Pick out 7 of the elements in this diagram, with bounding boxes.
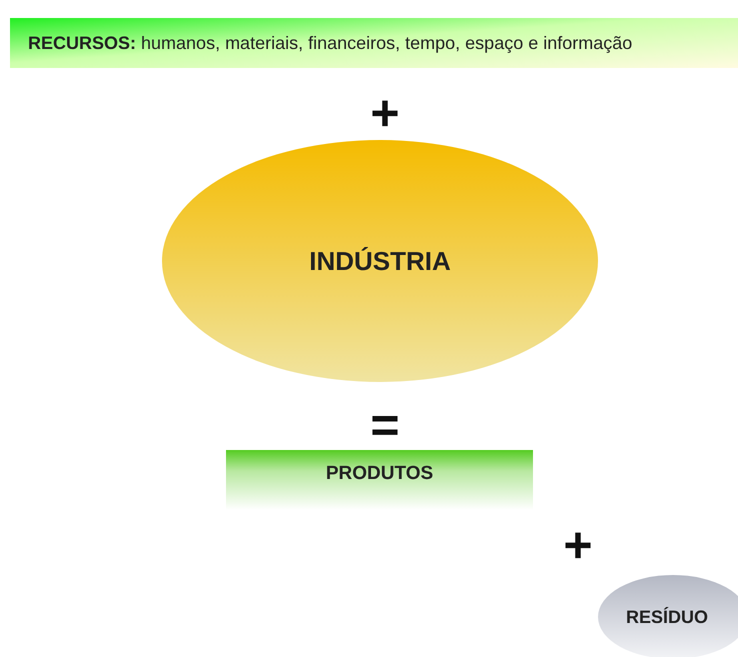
node-label: INDÚSTRIA (309, 246, 451, 276)
node-label: RESÍDUO (626, 606, 709, 628)
resources-text: RECURSOS: humanos, materiais, financeiros, tempo, espaço e informação (28, 32, 632, 54)
equals-sign: = (370, 400, 400, 450)
node-label: PRODUTOS (326, 463, 434, 485)
plus-sign: + (370, 88, 400, 138)
plus-sign: + (563, 520, 593, 570)
